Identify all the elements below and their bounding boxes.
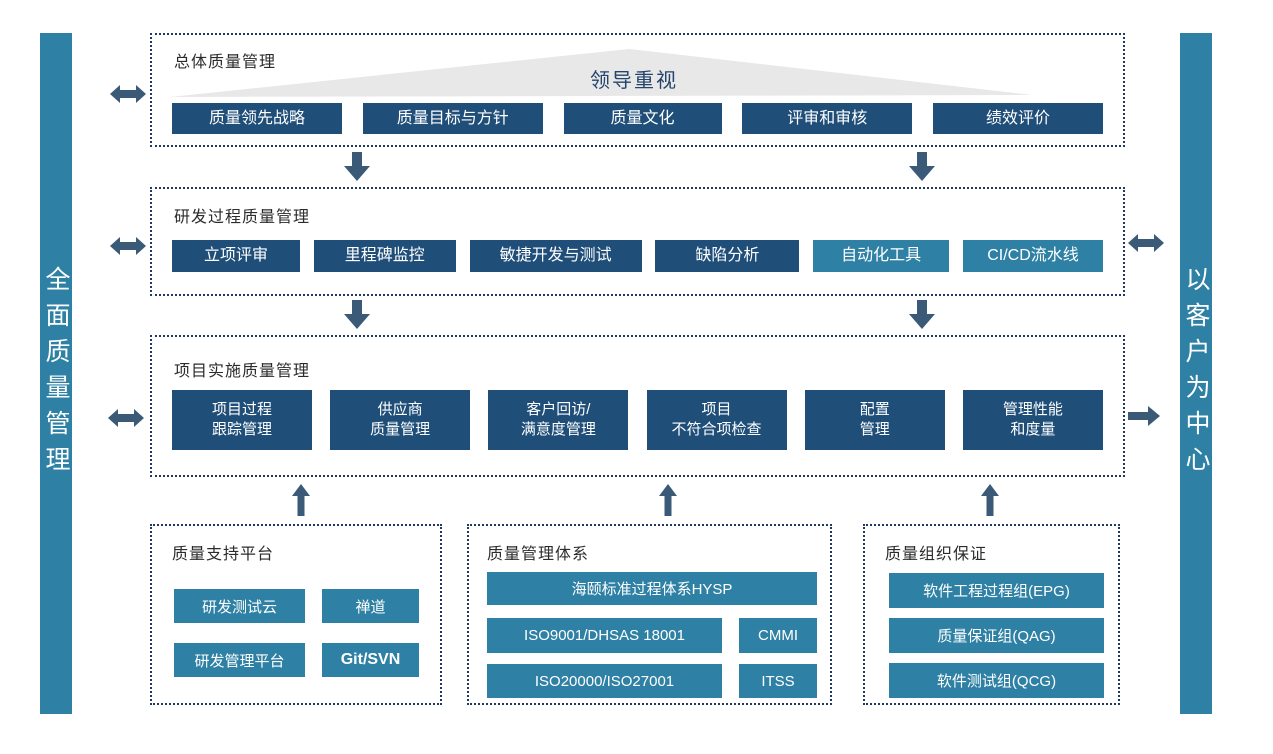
arrow-down-icon [909, 300, 935, 329]
section-overall-quality: 总体质量管理 领导重视 质量领先战略 质量目标与方针 质量文化 评审和审核 绩效… [150, 33, 1125, 147]
diagram-node: 绩效评价 [933, 103, 1103, 134]
diagram-node: 评审和审核 [742, 103, 913, 134]
leadership-triangle-shape [170, 49, 1032, 97]
section-title: 项目实施质量管理 [174, 363, 311, 380]
box-quality-organization-assurance: 质量组织保证 软件工程过程组(EPG) 质量保证组(QAG) 软件测试组(QCG… [863, 524, 1120, 705]
diagram-node: ITSS [739, 664, 817, 698]
section-title: 质量支持平台 [172, 546, 275, 563]
diagram-node: 质量领先战略 [172, 103, 342, 134]
diagram-node: 项目过程 跟踪管理 [172, 390, 312, 450]
arrow-up-icon [292, 484, 310, 516]
box-quality-management-system: 质量管理体系 海颐标准过程体系HYSP ISO9001/DHSAS 18001 … [467, 524, 832, 705]
leadership-banner-label: 领导重视 [590, 70, 678, 92]
diagram-node: 供应商 质量管理 [330, 390, 471, 450]
diagram-node: 配置 管理 [804, 390, 945, 450]
diagram-node: 缺陷分析 [655, 240, 800, 272]
diagram-node: 自动化工具 [813, 240, 950, 272]
left-banner-bar: 全面质量管理 [40, 33, 72, 714]
section-project-implementation-quality: 项目实施质量管理 项目过程 跟踪管理 供应商 质量管理 客户回访/ 满意度管理 … [150, 335, 1125, 477]
box-quality-support-platform: 质量支持平台 研发测试云 禅道 研发管理平台 Git/SVN [150, 524, 442, 705]
double-arrow-icon [110, 237, 146, 255]
node-row: 质量领先战略 质量目标与方针 质量文化 评审和审核 绩效评价 [172, 103, 1103, 134]
diagram-node: 质量文化 [563, 103, 722, 134]
diagram-node: 质量保证组(QAG) [889, 618, 1104, 653]
section-title: 质量组织保证 [885, 546, 988, 563]
double-arrow-icon [108, 409, 144, 427]
diagram-node: 软件工程过程组(EPG) [889, 573, 1104, 608]
diagram-node: 立项评审 [172, 240, 300, 272]
arrow-up-icon [981, 484, 999, 516]
section-title: 质量管理体系 [487, 546, 590, 563]
arrow-up-icon [659, 484, 677, 516]
node-row: 立项评审 里程碑监控 敏捷开发与测试 缺陷分析 自动化工具 CI/CD流水线 [172, 240, 1103, 272]
diagram-node: 敏捷开发与测试 [469, 240, 642, 272]
diagram-node: 管理性能 和度量 [962, 390, 1103, 450]
diagram-node: 海颐标准过程体系HYSP [487, 572, 817, 605]
diagram-node: 研发测试云 [174, 589, 305, 623]
diagram-node: 研发管理平台 [174, 643, 305, 677]
diagram-node: 禅道 [322, 589, 419, 623]
diagram-node: Git/SVN [322, 643, 419, 677]
diagram-node: CI/CD流水线 [962, 240, 1103, 272]
node-row: 项目过程 跟踪管理 供应商 质量管理 客户回访/ 满意度管理 项目 不符合项检查… [172, 390, 1103, 450]
diagram-node: 质量目标与方针 [362, 103, 543, 134]
arrow-right-icon [1128, 406, 1160, 426]
double-arrow-icon [110, 85, 146, 103]
diagram-node: ISO9001/DHSAS 18001 [487, 618, 722, 653]
section-title: 研发过程质量管理 [174, 209, 311, 226]
arrow-down-icon [344, 152, 370, 181]
arrow-down-icon [909, 152, 935, 181]
diagram-node: 软件测试组(QCG) [889, 663, 1104, 698]
section-rd-process-quality: 研发过程质量管理 立项评审 里程碑监控 敏捷开发与测试 缺陷分析 自动化工具 C… [150, 187, 1125, 296]
diagram-node: CMMI [739, 618, 817, 653]
section-title: 总体质量管理 [174, 54, 277, 71]
diagram-node: ISO20000/ISO27001 [487, 664, 722, 698]
diagram-node: 里程碑监控 [313, 240, 456, 272]
right-banner-bar: 以客户为中心 [1180, 33, 1212, 714]
diagram-node: 客户回访/ 满意度管理 [488, 390, 629, 450]
arrow-down-icon [344, 300, 370, 329]
diagram-node: 项目 不符合项检查 [646, 390, 787, 450]
double-arrow-icon [1128, 234, 1164, 252]
